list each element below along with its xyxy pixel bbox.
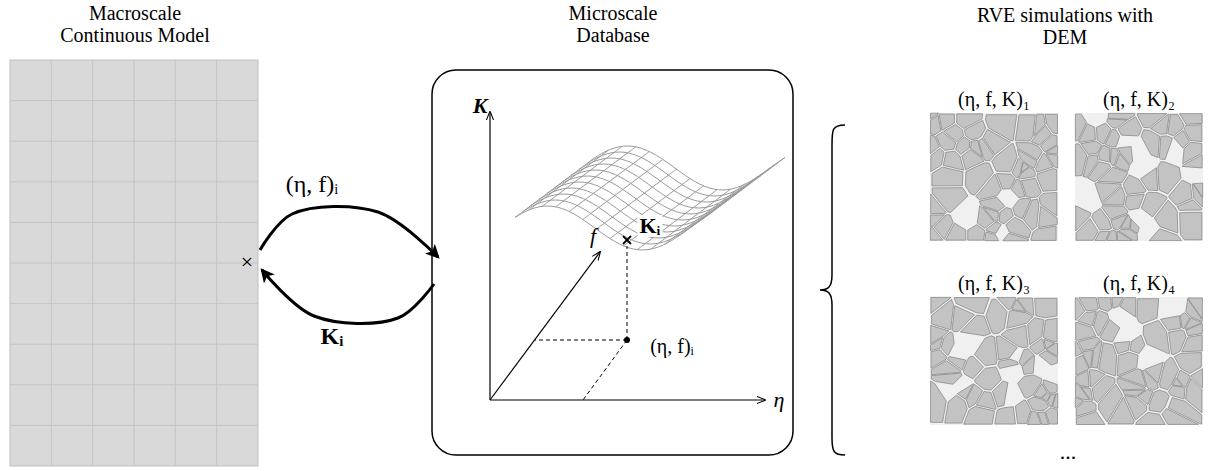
axes	[490, 112, 765, 400]
continuation-dots: ...	[1060, 441, 1077, 463]
column-title: Macroscale Continuous Model	[45, 2, 225, 46]
rve-sample: (η, f, K)₃	[927, 272, 1061, 430]
macro-model: Macroscale Continuous Model	[10, 2, 260, 467]
sample-parameters: (η, f, K)₄	[1072, 272, 1206, 294]
axis-label: f	[590, 225, 596, 247]
database-box	[432, 70, 793, 455]
query-arrow	[260, 206, 438, 257]
column-title: RVE simulations with DEM	[975, 4, 1155, 48]
rve-sample: (η, f, K)₂	[1072, 88, 1206, 248]
edge-label: (η, f)ᵢ	[286, 171, 338, 197]
sample-parameters: (η, f, K)₂	[1072, 88, 1206, 110]
mesh-domain	[10, 60, 258, 466]
group-brace	[820, 125, 845, 455]
rve-sample: (η, f, K)₁	[927, 88, 1061, 248]
response-arrow	[262, 270, 434, 324]
input-label: (η, f)ᵢ	[650, 335, 694, 357]
column-title: Microscale Database	[543, 2, 683, 46]
surface-point	[623, 236, 631, 244]
query-point	[624, 337, 630, 343]
rve-samples	[930, 113, 1203, 425]
sample-parameters: (η, f, K)₃	[927, 272, 1061, 294]
axis-label: η	[774, 389, 785, 411]
sample-parameters: (η, f, K)₁	[927, 88, 1061, 110]
rve-sample: (η, f, K)₄	[1072, 272, 1206, 430]
output-label: Kᵢ	[637, 215, 662, 237]
projection-lines	[535, 246, 627, 400]
mesh-lines	[10, 60, 258, 466]
axis-label: K	[473, 95, 488, 117]
response-surface	[515, 146, 785, 250]
edge-label: Kᵢ	[321, 323, 344, 349]
database: Microscale Database	[432, 2, 794, 457]
sample-point-mark: ×	[241, 251, 253, 273]
